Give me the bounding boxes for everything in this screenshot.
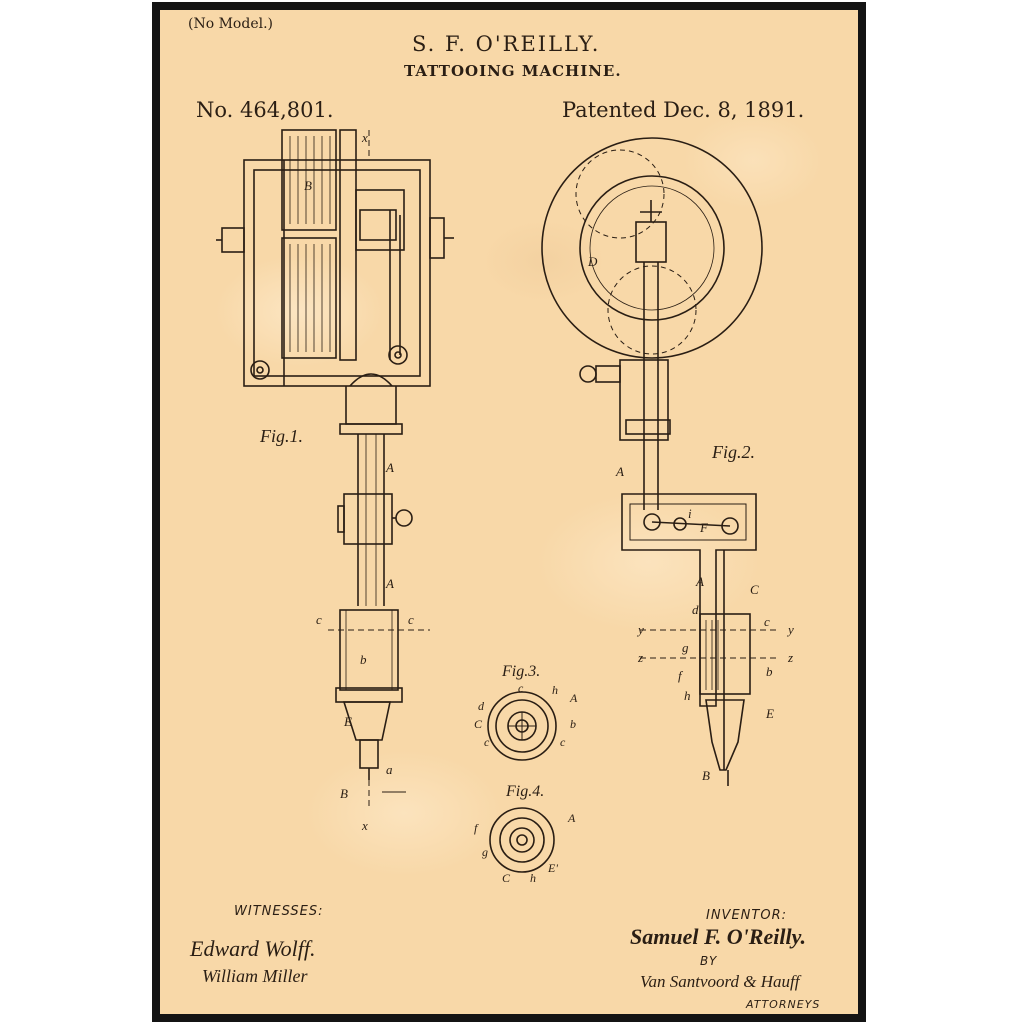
ref-letter: c xyxy=(316,612,322,627)
by-label: BY xyxy=(700,954,718,968)
ref-letter: C xyxy=(474,717,483,731)
ref-letter: A xyxy=(569,691,578,705)
ref-letter: c xyxy=(408,612,414,627)
ref-letter: a xyxy=(386,762,393,777)
ref-letter: F xyxy=(699,520,709,535)
patent-drawing: Fig.1. Fig.2. Fig.3. Fig.4. x B A A c c … xyxy=(216,129,794,885)
fig4-reference-letters: f A g C h E' xyxy=(474,811,576,885)
ref-letter: E xyxy=(765,706,774,721)
patent-number: No. 464,801. xyxy=(196,98,334,122)
fig1-label: Fig.1. xyxy=(259,426,303,446)
ref-letter: g xyxy=(482,845,488,859)
witness-signature-1: Edward Wolff. xyxy=(190,936,316,961)
inventor-heading: S. F. O'REILLY. xyxy=(412,32,601,56)
fig2-reference-letters: D A F i A C d y c y z g z f b h E B xyxy=(587,254,794,783)
fig4-drawing xyxy=(489,807,555,873)
ref-letter: A xyxy=(695,574,704,589)
ref-letter: B xyxy=(702,768,710,783)
ref-letter: h xyxy=(530,871,536,885)
ref-letter: h xyxy=(684,688,691,703)
ref-letter: z xyxy=(787,650,793,665)
no-model-note: (No Model.) xyxy=(188,16,273,32)
ref-letter: x xyxy=(361,818,368,833)
ref-letter: C xyxy=(502,871,511,885)
ref-letter: c xyxy=(484,735,490,749)
fig1-reference-letters: x B A A c c b E a B x xyxy=(304,130,414,833)
ref-letter: y xyxy=(636,622,644,637)
ref-letter: g xyxy=(682,640,689,655)
fig2-drawing xyxy=(541,137,778,786)
ref-letter: C xyxy=(750,582,759,597)
ref-letter: c xyxy=(560,735,566,749)
fig4-label: Fig.4. xyxy=(505,783,544,800)
ref-letter: c xyxy=(518,681,524,695)
ref-letter: h xyxy=(552,683,558,697)
ref-letter: E xyxy=(343,714,352,729)
ref-letter: f xyxy=(678,668,684,683)
witnesses-label: WITNESSES: xyxy=(234,904,324,919)
inventor-label: INVENTOR: xyxy=(706,908,787,923)
ref-letter: A xyxy=(385,576,394,591)
ref-letter: b xyxy=(570,717,576,731)
ref-letter: B xyxy=(340,786,348,801)
ref-letter: z xyxy=(637,650,643,665)
ref-letter: y xyxy=(786,622,794,637)
fig3-label: Fig.3. xyxy=(501,663,540,680)
witness-signature-2: William Miller xyxy=(202,966,308,986)
inventor-signature: Samuel F. O'Reilly. xyxy=(630,924,807,949)
ref-letter: B xyxy=(304,178,312,193)
ref-letter: d xyxy=(692,602,699,617)
ref-letter: A xyxy=(567,811,576,825)
ref-letter: i xyxy=(688,506,692,521)
ref-letter: D xyxy=(587,254,598,269)
attorney-signature: Van Santvoord & Hauff xyxy=(640,972,800,991)
ref-letter: f xyxy=(474,821,479,835)
attorneys-label: ATTORNEYS xyxy=(746,998,821,1011)
ref-letter: A xyxy=(385,460,394,475)
ref-letter: b xyxy=(360,652,367,667)
fig3-drawing xyxy=(487,691,557,761)
ref-letter: A xyxy=(615,464,624,479)
ref-letter: c xyxy=(764,614,770,629)
fig1-drawing xyxy=(216,129,454,810)
ref-letter: E' xyxy=(547,861,558,875)
ref-letter: x xyxy=(361,130,368,145)
patent-date: Patented Dec. 8, 1891. xyxy=(562,98,805,122)
fig3-reference-letters: c h A d C b c c xyxy=(474,681,578,749)
fig2-label: Fig.2. xyxy=(711,442,755,462)
patent-title: TATTOOING MACHINE. xyxy=(404,62,622,80)
ref-letter: d xyxy=(478,699,485,713)
ref-letter: b xyxy=(766,664,773,679)
patent-sheet: (No Model.) S. F. O'REILLY. TATTOOING MA… xyxy=(160,10,858,1014)
